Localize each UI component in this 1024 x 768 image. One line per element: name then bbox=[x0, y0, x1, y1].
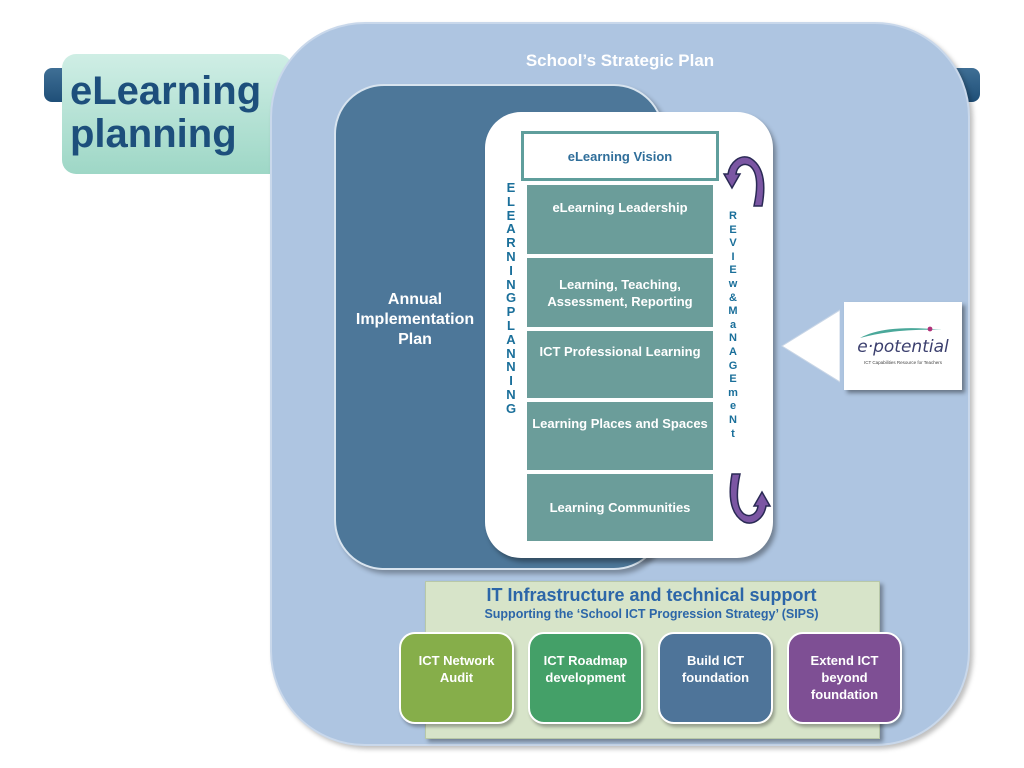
epotential-logo-box bbox=[844, 302, 962, 390]
epotential-tagline: ICT Capabilities Resource for Teachers bbox=[863, 360, 943, 365]
review-management-vertical-text: R E V I E w & M a N A G E m e N t bbox=[728, 210, 738, 440]
epotential-logo: e·potential bbox=[857, 337, 949, 357]
card-ict-roadmap: ICT Roadmap development bbox=[528, 632, 643, 724]
slide-title: eLearning planning bbox=[70, 69, 262, 156]
title-box bbox=[62, 54, 292, 174]
annual-implementation-plan-label: Annual Implementation Plan bbox=[355, 291, 475, 348]
block-elearning-leadership: eLearning Leadership bbox=[527, 185, 713, 254]
cycle-arrow-top-icon bbox=[722, 156, 765, 207]
epotential-swoosh-icon bbox=[860, 326, 942, 338]
card-extend-ict: Extend ICT beyond foundation bbox=[787, 632, 902, 724]
block-learning-communities: Learning Communities bbox=[527, 474, 713, 541]
infrastructure-title: IT Infrastructure and technical support bbox=[486, 585, 817, 605]
elearning-vision-box: eLearning Vision bbox=[521, 131, 719, 181]
callout-arrow-icon bbox=[781, 309, 840, 383]
strategic-plan-label: School’s Strategic Plan bbox=[525, 51, 715, 70]
block-learning-teaching: Learning, Teaching, Assessment, Reportin… bbox=[527, 258, 713, 327]
infrastructure-subtitle: Supporting the ‘School ICT Progression S… bbox=[484, 607, 819, 621]
elearning-planning-vertical-text: E L E A R N I N G P L A N N I N G bbox=[505, 180, 517, 416]
block-learning-places: Learning Places and Spaces bbox=[527, 402, 713, 470]
card-ict-network-audit: ICT Network Audit bbox=[399, 632, 514, 724]
cycle-arrow-bottom-icon bbox=[729, 473, 772, 524]
block-ict-professional-learning: ICT Professional Learning bbox=[527, 331, 713, 398]
card-build-ict-foundation: Build ICT foundation bbox=[658, 632, 773, 724]
